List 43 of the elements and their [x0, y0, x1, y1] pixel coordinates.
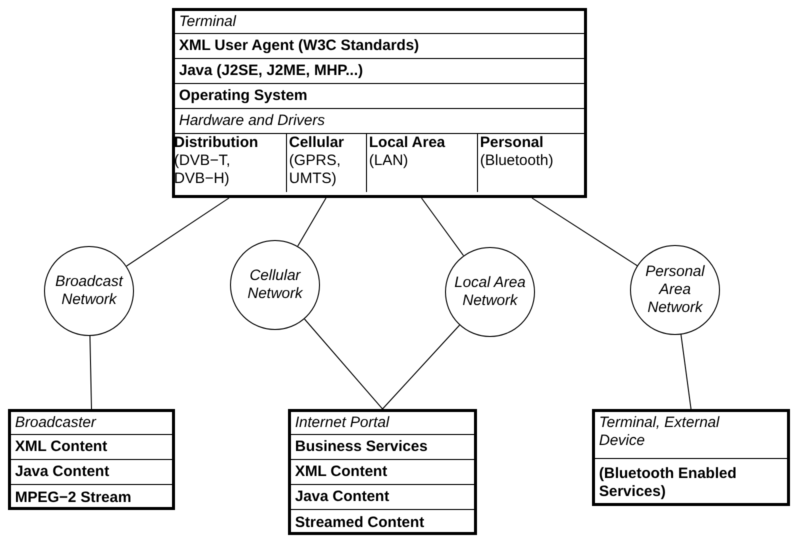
connector-line — [680, 334, 692, 410]
node-text: XML User Agent (W3C Standards) — [178, 37, 420, 55]
node-text: Broadcaster — [14, 413, 98, 432]
node-text: Personal — [479, 134, 544, 152]
node-text: (DVB−T, DVB−H) — [173, 152, 232, 188]
node-text: Java Content — [294, 488, 390, 506]
interface-cell — [366, 133, 477, 192]
node-text: MPEG−2 Stream — [14, 488, 132, 506]
node-text: Broadcast Network — [54, 273, 124, 309]
node-text: (GPRS, UMTS) — [288, 152, 342, 188]
node-text: (Bluetooth) — [479, 152, 554, 170]
interface-cell — [286, 133, 366, 192]
node-text: Terminal, External Device — [598, 413, 721, 450]
node-text: Operating System — [178, 87, 308, 105]
interface-cell — [477, 133, 584, 192]
node-text: XML Content — [14, 438, 108, 456]
node-text: (Bluetooth Enabled Services) — [598, 464, 738, 500]
node-text: Cellular Network — [246, 267, 304, 303]
node-text: (LAN) — [368, 152, 410, 170]
provider-box — [288, 409, 477, 535]
connector-line — [126, 198, 230, 267]
connector-line — [382, 324, 460, 410]
node-text: Local Area — [368, 134, 446, 152]
node-text: Internet Portal — [294, 413, 390, 432]
connector-line — [297, 198, 326, 247]
connector-line — [532, 198, 638, 266]
connector-line — [304, 318, 383, 410]
node-text: Hardware and Drivers — [178, 112, 326, 130]
node-text: Local Area Network — [453, 274, 527, 310]
connector-line — [421, 198, 464, 256]
node-text: XML Content — [294, 463, 388, 481]
node-text: Cellular — [288, 134, 346, 152]
node-text: Business Services — [294, 438, 429, 456]
provider-box — [592, 409, 790, 506]
terminal-stack-box — [172, 8, 587, 198]
node-text: Terminal — [178, 12, 238, 31]
connector-line — [89, 336, 92, 410]
node-text: Java Content — [14, 463, 110, 481]
node-text: Java (J2SE, J2ME, MHP...) — [178, 62, 364, 80]
provider-box — [8, 409, 175, 510]
node-text: Personal Area Network — [644, 263, 706, 317]
node-text: Distribution — [173, 134, 260, 152]
node-text: Streamed Content — [294, 514, 426, 532]
